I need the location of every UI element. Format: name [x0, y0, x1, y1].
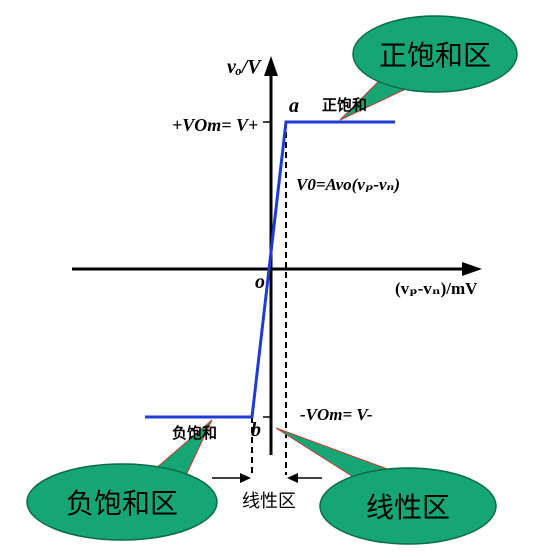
- left-arrowhead: [240, 473, 251, 483]
- callout-positive-saturation-text: 正饱和区: [379, 39, 491, 72]
- callout-linear-region-text: 线性区: [366, 491, 450, 524]
- linear-formula-label: V0=Avo(vₚ-vₙ): [296, 175, 400, 194]
- point-a-label: a: [289, 95, 299, 117]
- callout-linear-region: 线性区: [275, 427, 497, 545]
- linear-region-label: 线性区: [242, 491, 296, 512]
- y-axis-arrowhead: [264, 56, 278, 76]
- point-b-label: b: [251, 419, 261, 441]
- pos-sat-inline-label: 正饱和: [322, 96, 367, 114]
- transfer-curve: [145, 120, 395, 419]
- x-axis-arrowhead: [462, 262, 482, 276]
- callout-negative-saturation: 负饱和区: [26, 419, 218, 541]
- neg-sat-inline-label: 负饱和: [172, 424, 217, 442]
- linear-region-guides: [251, 122, 287, 475]
- y-axis-label: vₒ/V: [227, 56, 262, 78]
- right-arrowhead: [287, 473, 298, 483]
- callout-positive-saturation: 正饱和区: [339, 15, 518, 121]
- x-axis-label: (vₚ-vₙ)/mV: [395, 279, 478, 298]
- neg-sat-value-label: -VOm= V-: [300, 405, 373, 424]
- pos-sat-value-label: +VOm= V+: [172, 115, 258, 135]
- origin-label: o: [255, 271, 265, 293]
- callout-negative-saturation-text: 负饱和区: [66, 487, 178, 520]
